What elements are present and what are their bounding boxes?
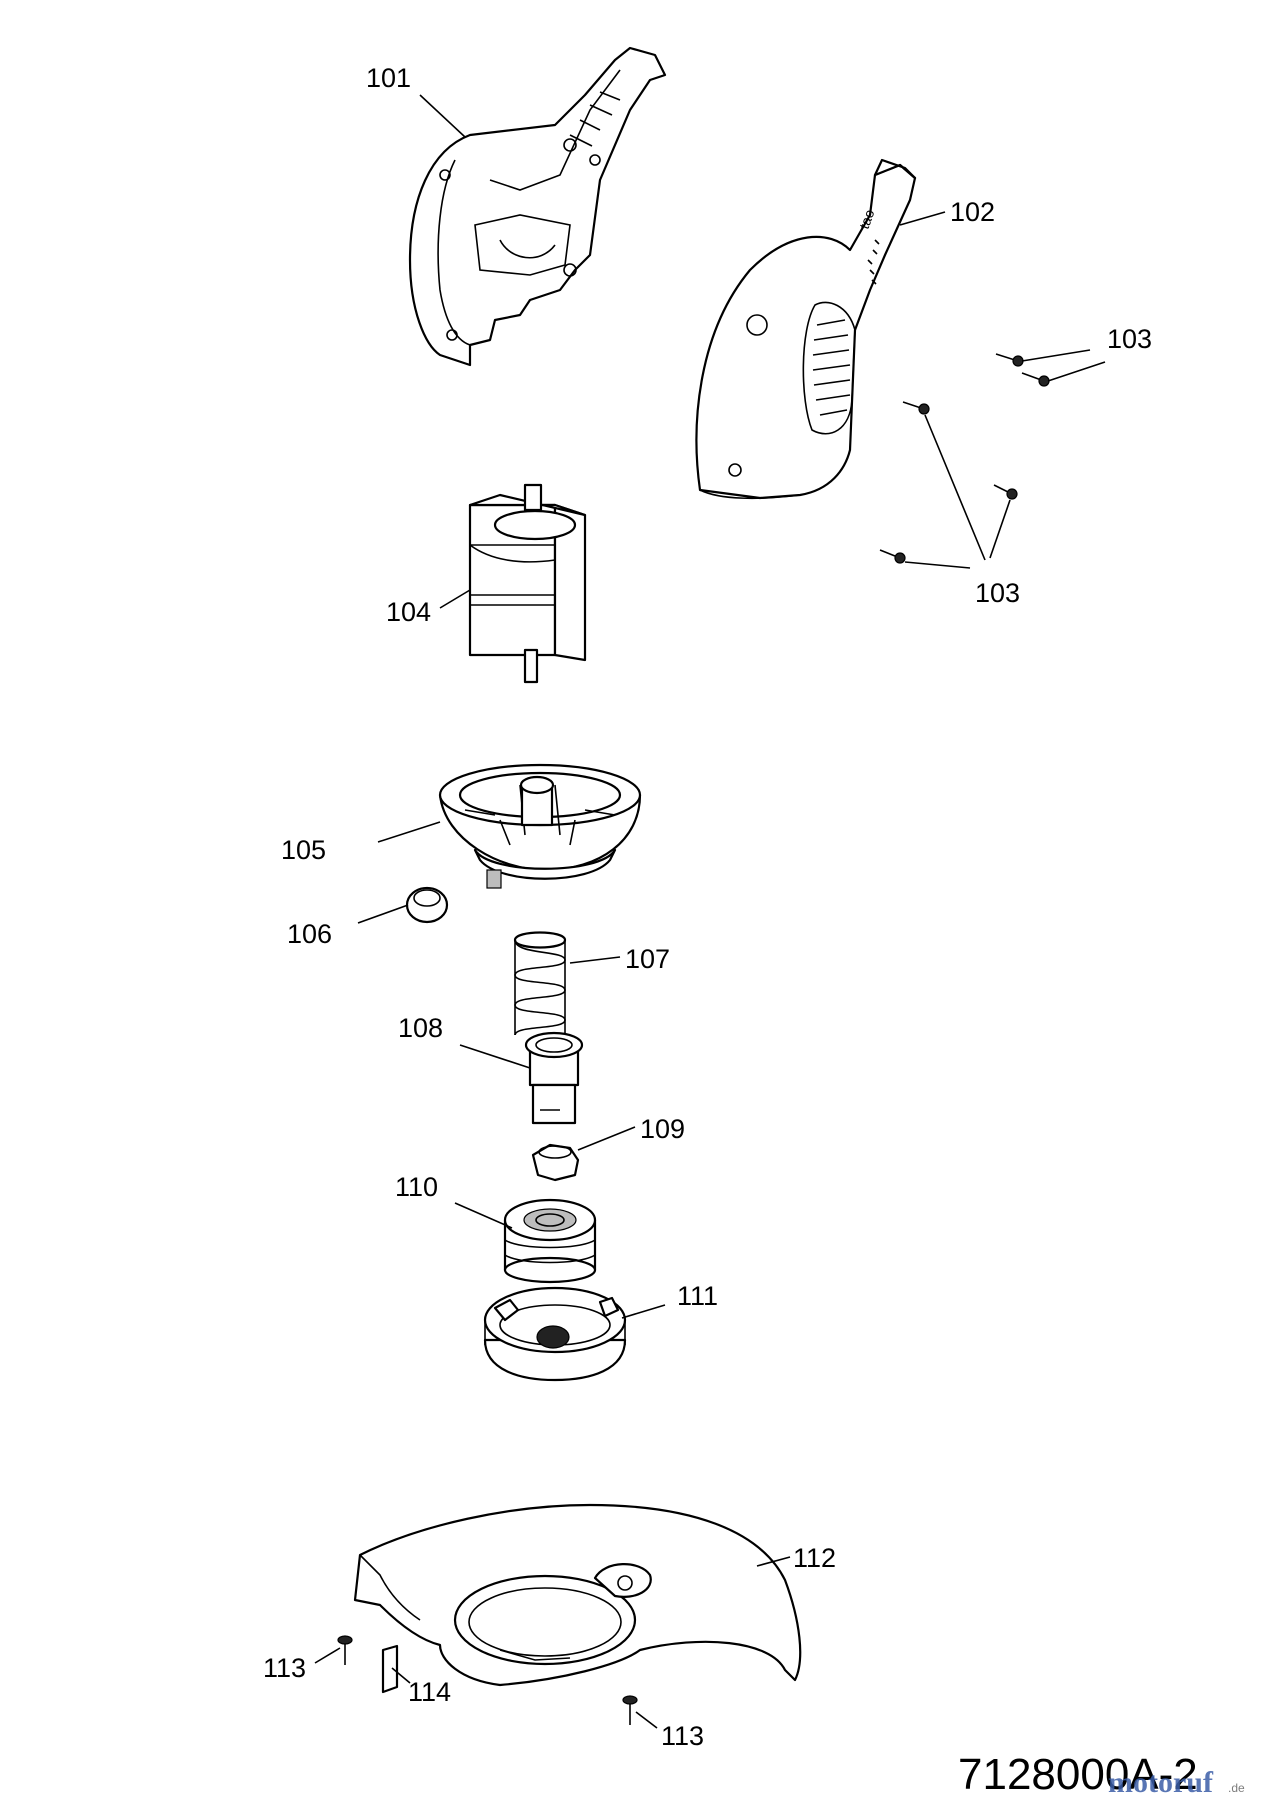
label-114: 114	[408, 1677, 451, 1707]
screw-103-5	[879, 549, 906, 564]
part-111-spool-housing	[483, 1286, 627, 1382]
part-110-spool	[503, 1198, 597, 1284]
leader-lines	[314, 94, 1106, 1729]
label-109: 109	[640, 1114, 685, 1144]
label-113-bottom: 113	[661, 1721, 704, 1751]
label-103-upper: 103	[1107, 324, 1152, 354]
motoruf-watermark-logo: motoruf .de	[1108, 1766, 1245, 1799]
label-106: 106	[287, 919, 332, 949]
label-111: 111	[677, 1281, 718, 1311]
part-labels: 101 102 103 103 104 105 106 107 108 109 …	[263, 63, 1152, 1751]
part-107-spring	[513, 931, 567, 1036]
housing-marking-text: tao	[856, 207, 878, 231]
label-113-left: 113	[263, 1653, 306, 1683]
screw-103-1	[995, 353, 1024, 367]
screw-113-1	[337, 1635, 353, 1665]
part-108-shaft	[524, 1031, 584, 1125]
label-112: 112	[793, 1543, 836, 1573]
label-104: 104	[386, 597, 431, 627]
part-106-cap	[405, 886, 449, 924]
label-101: 101	[366, 63, 411, 93]
part-112-guard	[353, 1503, 802, 1687]
label-108: 108	[398, 1013, 443, 1043]
part-104-motor	[468, 483, 587, 684]
screw-113-2	[622, 1695, 638, 1725]
screw-103-4	[993, 484, 1018, 500]
label-103-lower: 103	[975, 578, 1020, 608]
part-102-housing-right: tao	[695, 158, 917, 500]
part-114-label-plate	[381, 1644, 399, 1694]
part-113-screws	[337, 1635, 638, 1725]
label-105: 105	[281, 835, 326, 865]
diagram-document-number: 7128000A-2	[958, 1750, 1198, 1799]
part-101-housing-left	[408, 46, 667, 367]
label-107: 107	[625, 944, 670, 974]
label-110: 110	[395, 1172, 438, 1202]
watermark-tld: .de	[1228, 1781, 1245, 1795]
part-103-screws	[879, 353, 1050, 564]
screw-103-3	[902, 401, 930, 415]
part-109-nut	[531, 1143, 580, 1182]
screw-103-2	[1021, 372, 1050, 387]
part-105-fan-cover	[438, 763, 642, 889]
watermark-brand: motoruf	[1108, 1766, 1214, 1799]
label-102: 102	[950, 197, 995, 227]
